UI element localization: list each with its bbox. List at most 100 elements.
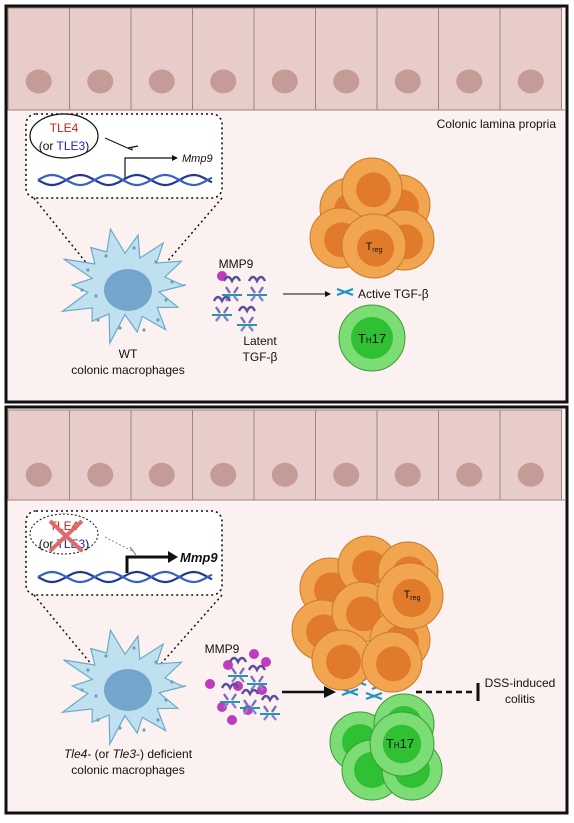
vesicle bbox=[154, 660, 158, 664]
vesicle bbox=[104, 254, 108, 258]
epithelium-bottom bbox=[7, 409, 565, 501]
vesicle bbox=[96, 318, 100, 322]
activation-arrowhead bbox=[325, 291, 331, 297]
mmp9-molecule bbox=[205, 679, 215, 689]
epithelial-cell bbox=[130, 7, 193, 111]
epithelial-cells bbox=[7, 7, 565, 111]
gene-regulation-inset-bottom: TLE4 (or TLE3) Mmp9 bbox=[25, 510, 223, 596]
epithelial-nucleus bbox=[456, 69, 483, 94]
zoom-line-right bbox=[159, 594, 223, 666]
th17-nucleus bbox=[382, 724, 422, 764]
epithelium-top bbox=[7, 7, 565, 111]
vesicle bbox=[118, 726, 122, 730]
gene-regulation-inset-top: TLE4 (or TLE3) Mmp9 bbox=[25, 113, 223, 199]
dna-helix bbox=[37, 173, 213, 187]
dna-strand bbox=[37, 570, 213, 584]
macrophage-nucleus bbox=[104, 669, 152, 711]
vesicle bbox=[164, 698, 168, 702]
repressor-tle3-line: (or TLE3) bbox=[39, 139, 89, 153]
active-tgf-label: Active TGF-β bbox=[358, 287, 429, 301]
mmp9-label: MMP9 bbox=[219, 257, 254, 271]
repression-line bbox=[104, 137, 133, 151]
zoom-line-left bbox=[33, 197, 93, 271]
gene-label: Mmp9 bbox=[180, 550, 218, 565]
zoom-line-right bbox=[159, 197, 223, 271]
repressor-bubble bbox=[29, 113, 99, 159]
epithelial-nucleus bbox=[456, 462, 483, 487]
th17-label: TH17 bbox=[358, 331, 386, 346]
treg-cluster-top: Treg bbox=[309, 157, 435, 279]
epithelial-nucleus bbox=[271, 462, 298, 487]
weak-repression-bar bbox=[129, 546, 137, 556]
outcome-label-line1: DSS-induced bbox=[485, 676, 556, 690]
epithelial-cell bbox=[7, 7, 70, 111]
vesicle bbox=[170, 280, 174, 284]
treg-cell-nucleus bbox=[357, 229, 395, 267]
epithelial-nucleus bbox=[87, 462, 114, 487]
epithelial-nucleus bbox=[517, 69, 544, 94]
epithelial-nucleus bbox=[87, 69, 114, 94]
outcome-label-line2: colitis bbox=[505, 692, 535, 706]
mmp9-label: MMP9 bbox=[205, 642, 240, 656]
th17-cell-top: TH17 bbox=[338, 304, 406, 372]
epithelial-nucleus bbox=[394, 69, 421, 94]
epithelial-nucleus bbox=[210, 462, 237, 487]
top-panel: Colonic lamina propria TLE4 (or TLE3) Mm… bbox=[4, 4, 569, 404]
th17-cluster-bottom: TH17 bbox=[329, 693, 443, 801]
mmp9-molecule bbox=[249, 649, 259, 659]
vesicle bbox=[132, 646, 136, 650]
mmp9-molecule bbox=[223, 660, 233, 670]
dna-strand bbox=[37, 173, 213, 187]
vesicle bbox=[156, 718, 160, 722]
vesicle bbox=[156, 318, 160, 322]
epithelial-nucleus bbox=[210, 69, 237, 94]
treg-cluster-bottom: Treg bbox=[291, 535, 444, 693]
vesicle bbox=[94, 294, 98, 298]
repressor-tle4: TLE4 bbox=[50, 121, 79, 135]
cell-label-line1: Tle4- (or Tle3-) deficient bbox=[64, 747, 193, 761]
treg-cell-nucleus bbox=[376, 646, 411, 682]
vesicle bbox=[96, 718, 100, 722]
zoom-line-left bbox=[33, 594, 93, 666]
epithelial-nucleus bbox=[517, 462, 544, 487]
vesicle bbox=[142, 328, 146, 332]
vesicle bbox=[86, 668, 90, 672]
activation-arrowhead bbox=[324, 686, 336, 698]
latent-label-line2: TGF-β bbox=[243, 350, 278, 364]
epithelial-cell bbox=[69, 7, 132, 111]
vesicle bbox=[142, 728, 146, 732]
weak-repression-line bbox=[104, 536, 133, 552]
repression-bar bbox=[127, 145, 139, 149]
treg-label: Treg bbox=[366, 241, 383, 254]
th17-label: TH17 bbox=[386, 736, 414, 751]
treg-label: Treg bbox=[404, 589, 421, 602]
mmp9-molecule bbox=[261, 657, 271, 667]
vesicle bbox=[94, 694, 98, 698]
vesicle bbox=[86, 268, 90, 272]
epithelial-nucleus bbox=[333, 462, 360, 487]
th17-nucleus bbox=[351, 317, 393, 359]
treg-cell-nucleus bbox=[356, 172, 391, 208]
macrophage-nucleus bbox=[104, 269, 152, 311]
epithelial-cell bbox=[192, 7, 255, 111]
strong-transcription-arrow bbox=[125, 555, 168, 573]
epithelial-nucleus bbox=[25, 69, 52, 94]
epithelial-cell bbox=[253, 7, 316, 111]
vesicles bbox=[80, 246, 174, 332]
vesicle bbox=[104, 654, 108, 658]
epithelial-nucleus bbox=[148, 462, 175, 487]
epithelial-nucleus bbox=[333, 69, 360, 94]
epithelial-cell bbox=[376, 7, 439, 111]
treg-cell-nucleus bbox=[392, 578, 431, 618]
treg-cell-nucleus bbox=[346, 596, 381, 632]
mmp9-molecule bbox=[217, 702, 227, 712]
cell-label-line2: colonic macrophages bbox=[71, 363, 184, 377]
vesicle bbox=[80, 288, 84, 292]
epithelial-nucleus bbox=[271, 69, 298, 94]
cell-label-line1: WT bbox=[119, 347, 138, 361]
vesicle bbox=[132, 246, 136, 250]
vesicle bbox=[170, 680, 174, 684]
macrophage-bottom bbox=[60, 628, 187, 747]
vesicle bbox=[164, 298, 168, 302]
